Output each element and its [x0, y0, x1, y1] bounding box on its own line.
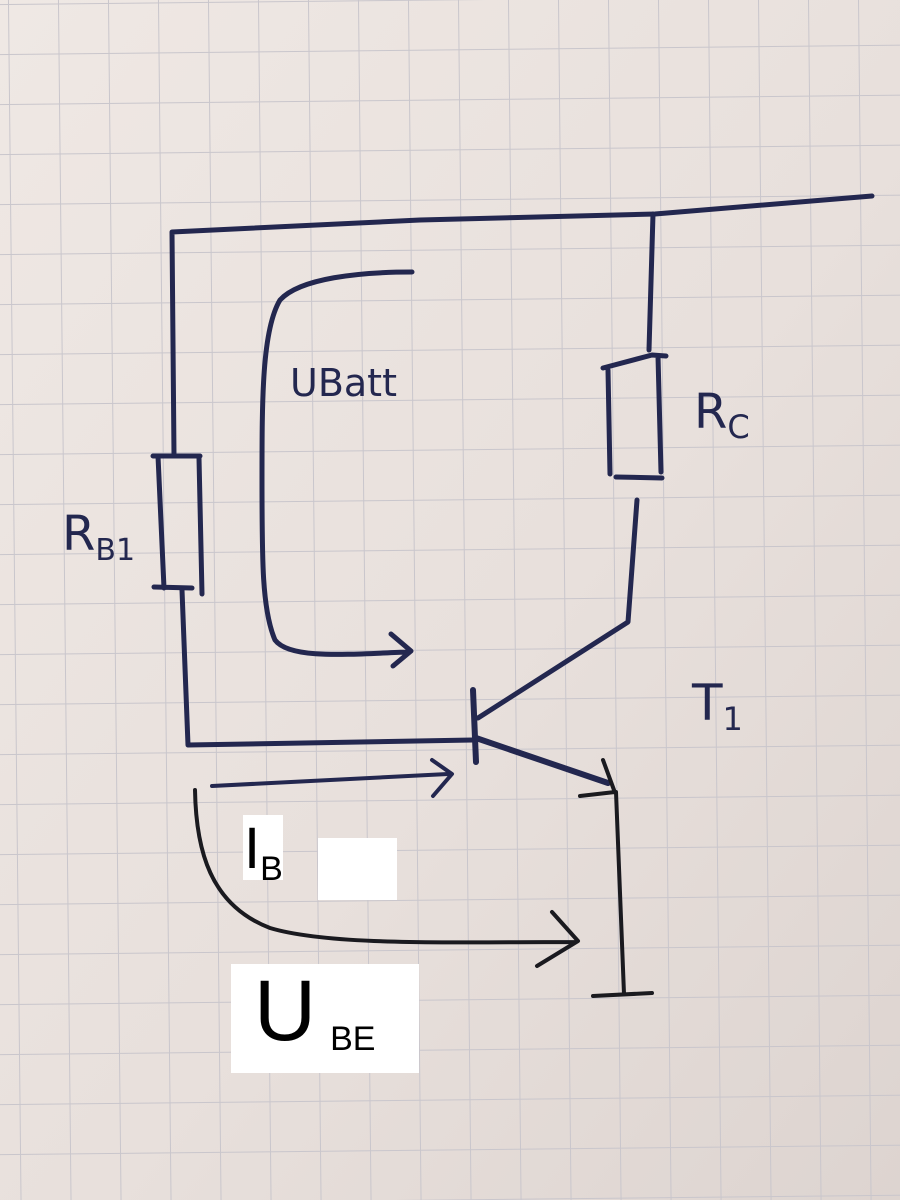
rb1-label: RB1 — [62, 506, 135, 568]
ib-arrow — [210, 758, 454, 798]
collector-wire — [475, 497, 640, 721]
rb1-resistor — [150, 453, 205, 597]
rc-supply-wire — [646, 211, 656, 353]
ubatt-loop-arrow — [259, 269, 415, 669]
t1-label: T1 — [691, 674, 743, 738]
ib-label-cover — [318, 838, 397, 900]
transistor-t1 — [470, 687, 611, 786]
ube-label-box — [231, 964, 419, 1073]
ube-bracket — [578, 758, 654, 998]
ube-arrow — [193, 788, 580, 968]
top-wire — [169, 193, 875, 458]
base-wire — [179, 587, 476, 748]
rc-label: RC — [694, 384, 750, 446]
rc-resistor — [600, 352, 669, 481]
ib-label: IB — [244, 816, 283, 888]
ib-label-box — [243, 815, 283, 880]
ubatt-label: UBatt — [290, 361, 397, 405]
